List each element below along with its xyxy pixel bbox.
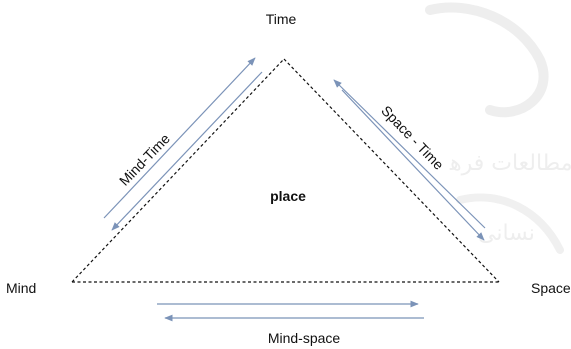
edge-label-space-time: Space - Time [378,102,447,173]
space-time-arrow-up [333,79,486,229]
vertex-label-time: Time [266,11,297,27]
watermark-swirl [425,2,549,118]
watermark-swirl-2 [456,193,564,254]
vertex-label-space: Space [531,280,571,296]
mind-space-arrows [157,300,424,322]
mind-time-arrow-up [103,57,256,219]
space-time-arrow-down [341,89,485,241]
edge-label-mind-space: Mind-space [268,330,341,346]
mind-time-arrow-down [111,71,263,231]
watermark-text-1: ﻣﻄﺎﻟﻌﺎت ﻓﺮﻫ [449,151,571,176]
triangle [71,58,500,283]
triangle-edge-right [283,58,500,283]
watermark: ﻣﻄﺎﻟﻌﺎت ﻓﺮﻫ ﻧﺴﺎﻧﯽ [425,2,571,254]
edge-label-mind-time: Mind-Time [116,130,173,188]
space-time-arrows [333,79,486,241]
vertex-label-mind: Mind [6,280,36,296]
mind-time-arrows [103,57,263,231]
watermark-text-2: ﻧﺴﺎﻧﯽ [478,221,535,246]
center-label-place: place [270,188,306,204]
triangle-edge-left [71,58,285,283]
